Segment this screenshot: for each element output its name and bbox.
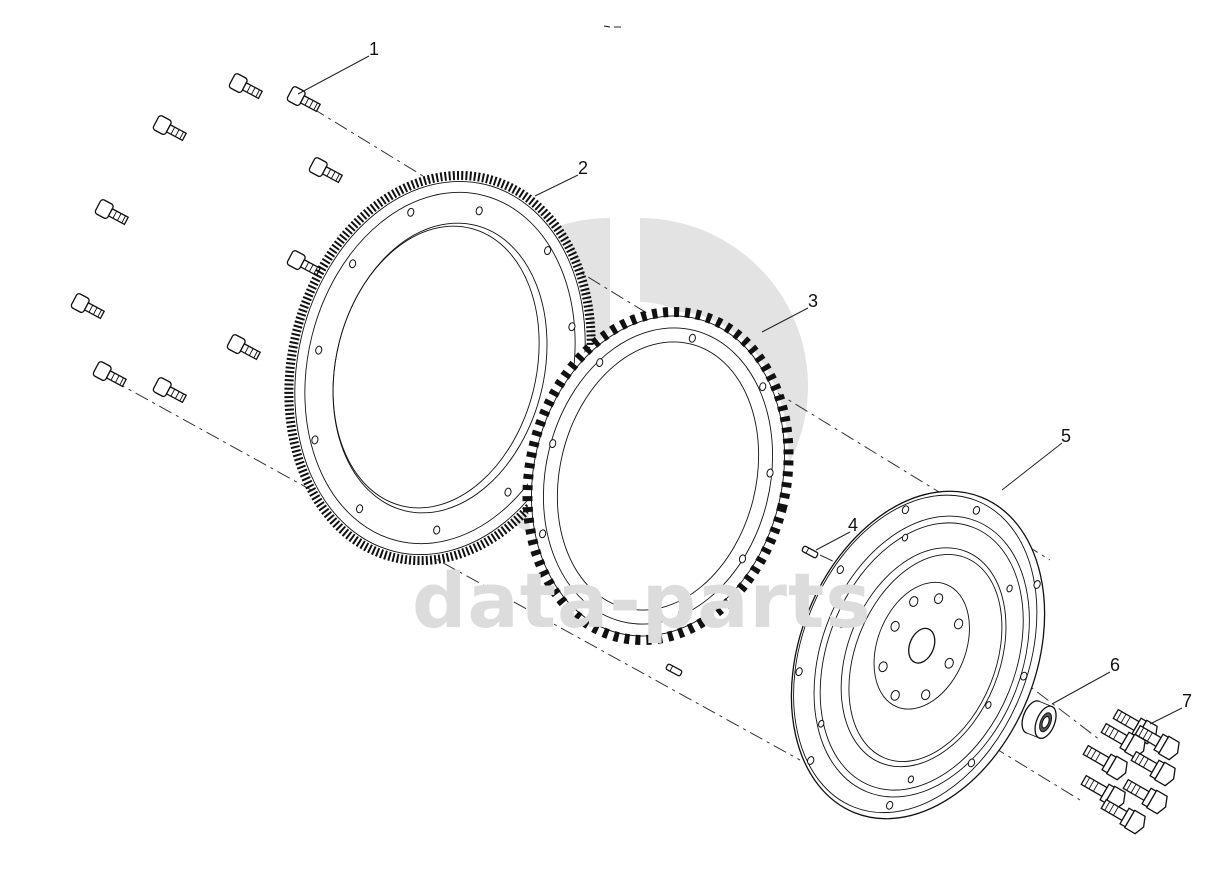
bolt xyxy=(286,86,322,113)
leader-line-7 xyxy=(1149,707,1183,725)
callout-5: 5 xyxy=(1061,426,1072,446)
leader-line-5 xyxy=(1001,442,1063,491)
stray-mark xyxy=(603,25,611,28)
flywheel-bolt xyxy=(1100,798,1146,835)
bolt xyxy=(92,361,128,388)
flywheel-bolt xyxy=(1122,778,1168,815)
leader-line-1 xyxy=(297,55,370,95)
callout-1: 1 xyxy=(369,39,380,59)
callout-3: 3 xyxy=(808,291,819,311)
bolt-group xyxy=(70,73,344,404)
bolt xyxy=(286,250,322,277)
callout-6: 6 xyxy=(1110,655,1121,675)
bolt xyxy=(308,157,344,184)
leader-lines xyxy=(297,55,1183,725)
callout-4: 4 xyxy=(848,515,859,535)
bolt xyxy=(94,199,130,226)
flywheel xyxy=(790,490,1046,820)
bolt xyxy=(226,334,262,361)
leader-line-6 xyxy=(1051,671,1111,705)
bolt xyxy=(152,377,188,404)
bolt xyxy=(70,293,106,320)
tone-ring xyxy=(522,306,794,646)
leader-line-4 xyxy=(815,531,851,551)
leader-line-3 xyxy=(761,307,809,333)
flywheel-bolt xyxy=(1130,750,1176,787)
bolt xyxy=(228,73,264,100)
dowel-pin xyxy=(801,545,819,559)
pilot-bearing xyxy=(1021,700,1057,740)
dowel-pin xyxy=(665,663,683,677)
bolt xyxy=(152,115,188,142)
leader-line-2 xyxy=(534,174,579,197)
watermark-text: data-parts xyxy=(412,556,872,645)
flywheel-bolt-group xyxy=(1080,708,1180,835)
flywheel-bolt xyxy=(1100,722,1146,759)
callout-7: 7 xyxy=(1182,691,1193,711)
callout-2: 2 xyxy=(578,158,589,178)
flywheel-bolt xyxy=(1082,744,1128,781)
